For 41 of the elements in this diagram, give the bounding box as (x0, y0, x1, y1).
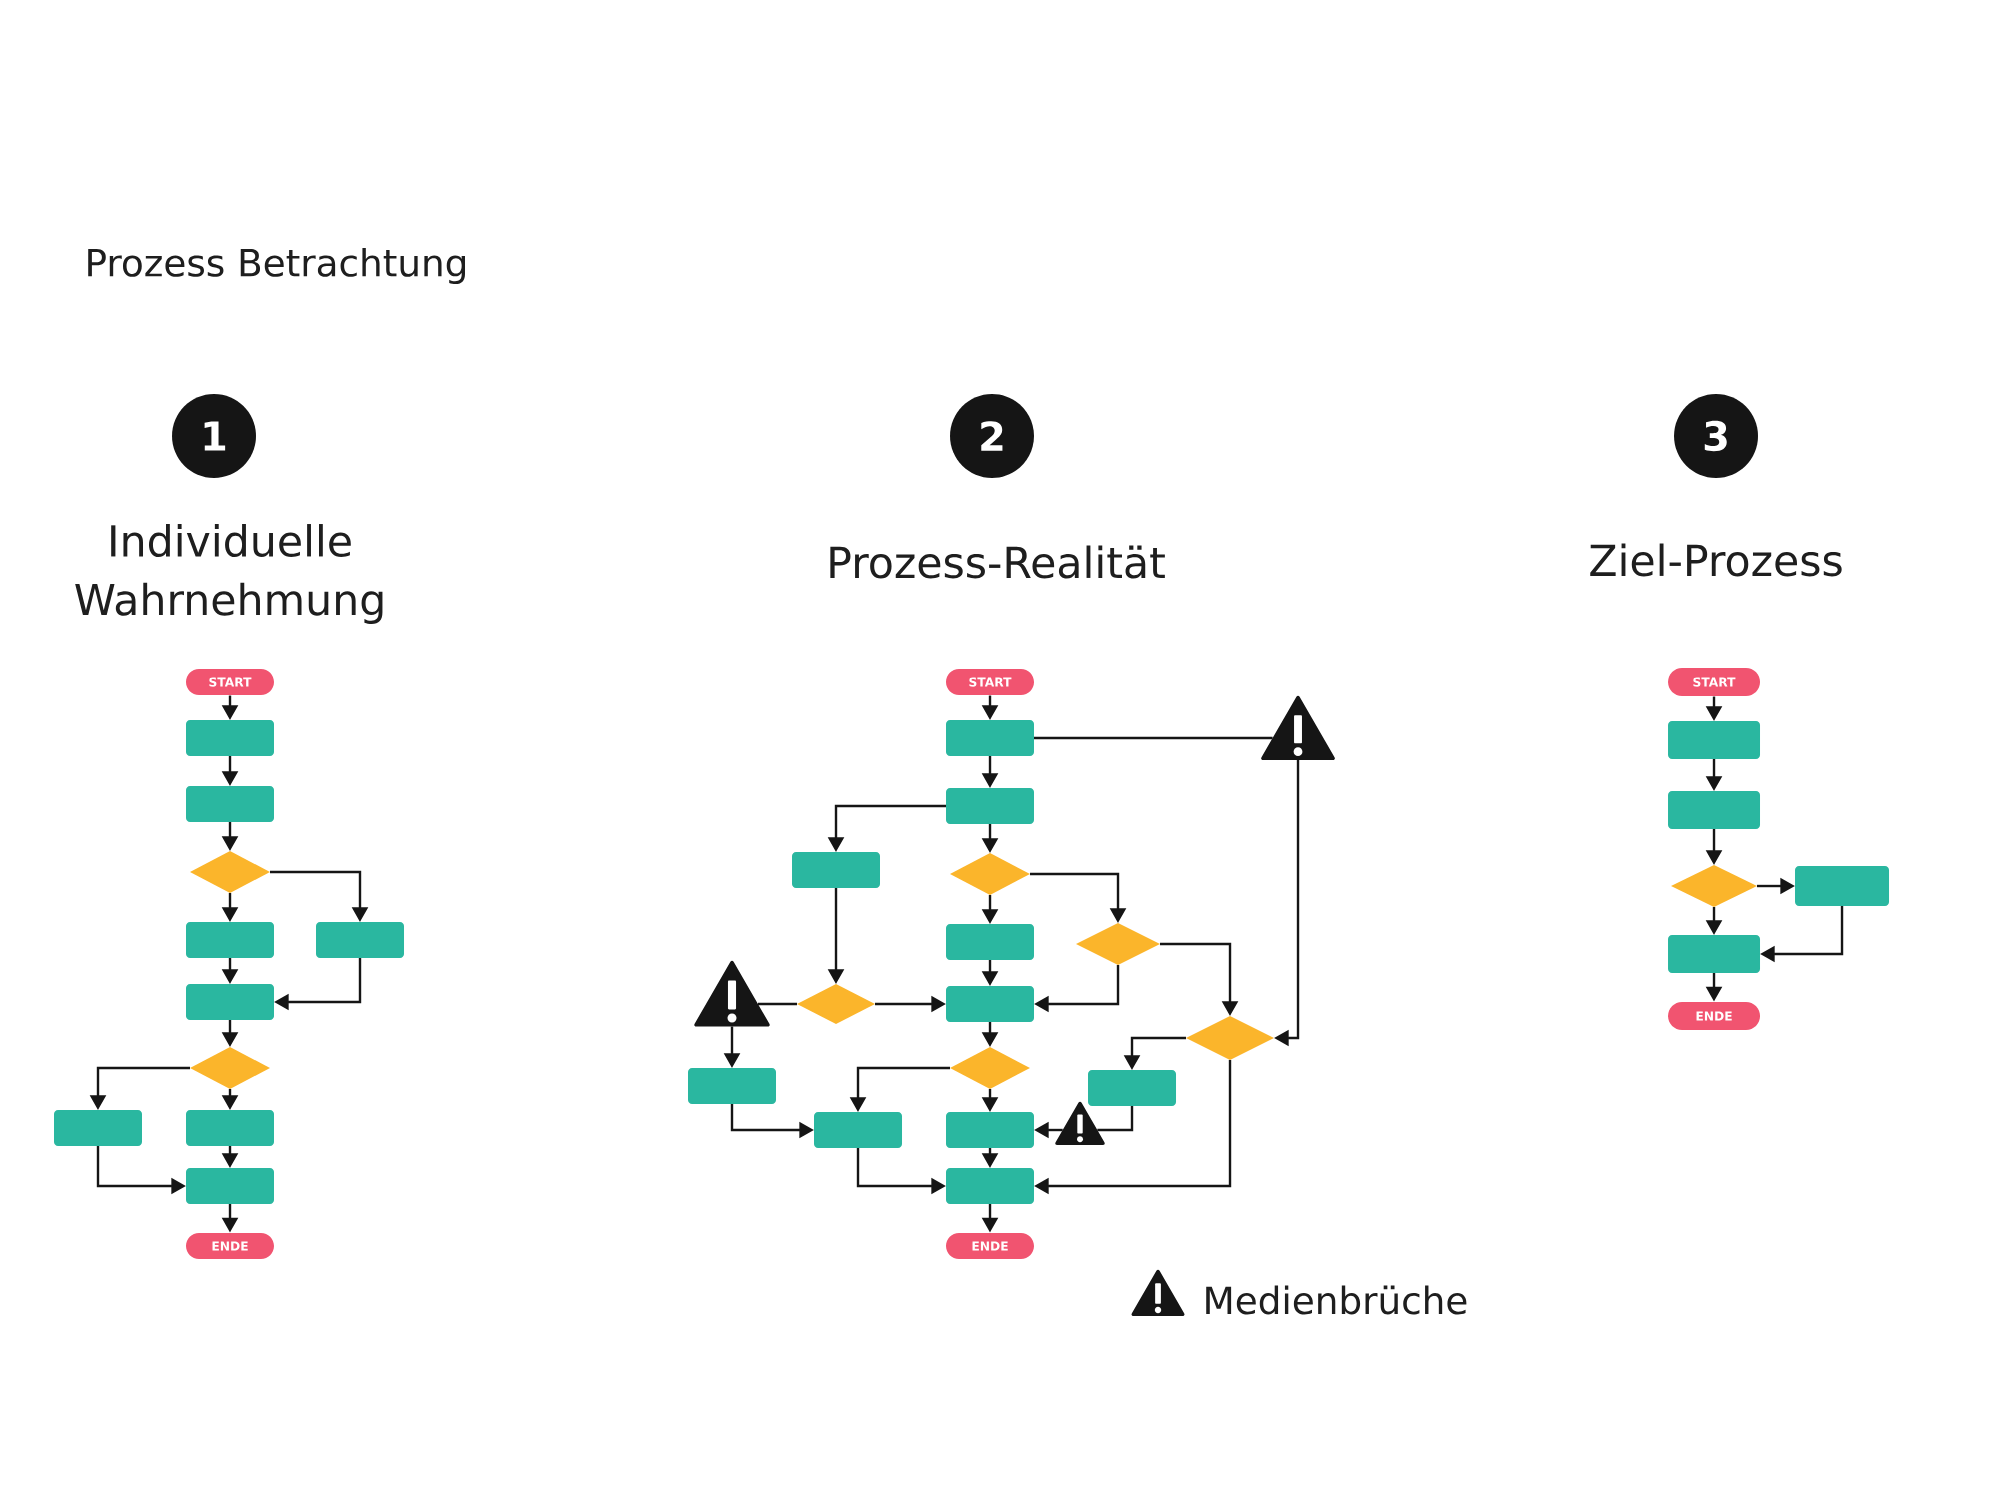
process-box (946, 924, 1034, 960)
process-box (316, 922, 404, 958)
process-box (186, 922, 274, 958)
decision-diamond (1076, 923, 1160, 965)
process-box (54, 1110, 142, 1146)
process-box (186, 1168, 274, 1204)
process-box (1795, 866, 1889, 906)
decision-diamond (950, 1047, 1030, 1089)
warning-icon (1055, 1101, 1105, 1145)
process-box (792, 852, 880, 888)
heading: Ziel-Prozess (1590, 543, 1842, 577)
process-box (946, 1112, 1034, 1148)
decision-diamond (950, 853, 1030, 895)
decision-diamond (190, 1047, 270, 1089)
process-box (946, 720, 1034, 756)
decision-diamond (1671, 865, 1757, 907)
process-box (1668, 935, 1760, 973)
process-box (688, 1068, 776, 1104)
process-box (946, 986, 1034, 1022)
process-box (1668, 791, 1760, 829)
process-box (946, 1168, 1034, 1204)
process-box (186, 786, 274, 822)
decision-diamond (190, 851, 270, 893)
heading: Individuelle Wahrnehmung (75, 524, 383, 624)
connector-line (758, 1002, 797, 1006)
process-box (1668, 721, 1760, 759)
process-box (1088, 1070, 1176, 1106)
heading: Prozess-Realität (830, 545, 1165, 579)
process-box (186, 984, 274, 1020)
warning-icon (1261, 695, 1335, 760)
process-box (946, 788, 1034, 824)
connector-line (1097, 1106, 1134, 1132)
warning-icon (694, 960, 770, 1027)
process-box (186, 720, 274, 756)
connector-line (1034, 736, 1273, 740)
decision-diamond (1186, 1016, 1274, 1060)
title: Prozess Betrachtung (88, 247, 465, 285)
process-box (814, 1112, 902, 1148)
process-box (186, 1110, 274, 1146)
decision-diamond (797, 984, 875, 1024)
legend-label: Medienbrüche (1206, 1285, 1467, 1315)
